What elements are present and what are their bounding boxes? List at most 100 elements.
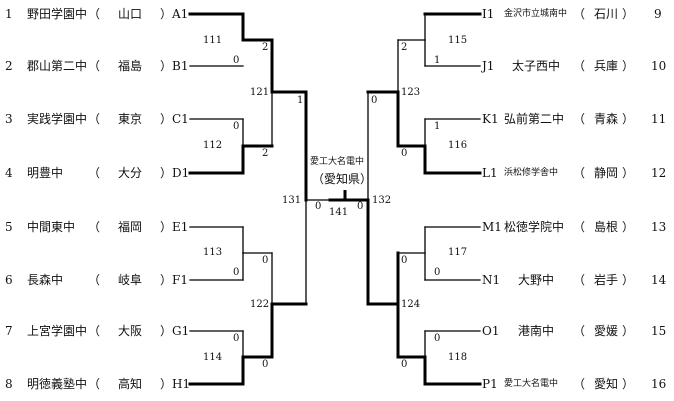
score: 0 — [233, 267, 240, 278]
prefecture: 福島 — [118, 59, 143, 73]
prefecture: 愛知 — [594, 377, 619, 391]
entry-number: 2 — [5, 59, 13, 73]
paren-close: ） — [622, 273, 635, 287]
match-number: 131 — [282, 195, 302, 206]
match-number: 117 — [448, 247, 468, 258]
match-number: 114 — [203, 352, 223, 363]
seed-code: L1 — [482, 166, 498, 180]
paren-open: （ — [88, 7, 101, 21]
score: 0 — [262, 359, 269, 370]
paren-open: （ — [573, 377, 586, 391]
paren-open: （ — [88, 112, 101, 126]
paren-open: （ — [573, 220, 586, 234]
seed-code: A1 — [172, 7, 189, 21]
school-name: 港南中 — [518, 324, 555, 338]
entry-number: 10 — [651, 59, 667, 73]
entry-number: 12 — [651, 166, 667, 180]
paren-close: ） — [160, 112, 173, 126]
match-number: 122 — [250, 299, 270, 310]
seed-code: K1 — [482, 112, 499, 126]
paren-close: ） — [160, 273, 173, 287]
match-number: 141 — [329, 207, 349, 218]
entry-number: 1 — [5, 7, 13, 21]
score: 0 — [233, 333, 240, 344]
paren-close: ） — [160, 324, 173, 338]
paren-open: （ — [88, 220, 101, 234]
match-number: 111 — [203, 35, 223, 46]
school-name: 愛工大名電中 — [504, 379, 559, 389]
prefecture: 大分 — [118, 166, 143, 180]
paren-open: （ — [88, 377, 101, 391]
school-name: 太子西中 — [512, 59, 561, 73]
seed-code: H1 — [172, 377, 191, 391]
seed-code: C1 — [172, 112, 189, 126]
score: 0 — [401, 148, 408, 159]
match-number: 132 — [372, 195, 392, 206]
paren-open: （ — [88, 273, 101, 287]
entry-number: 14 — [651, 273, 667, 287]
entry-number: 8 — [5, 377, 13, 391]
match-number: 124 — [401, 299, 421, 310]
paren-close: ） — [160, 7, 173, 21]
score: 1 — [297, 95, 304, 106]
match-number: 116 — [448, 140, 468, 151]
score: 0 — [357, 201, 364, 212]
entry-number: 3 — [5, 112, 13, 126]
prefecture: 青森 — [594, 112, 619, 126]
paren-close: ） — [160, 220, 173, 234]
paren-open: （ — [88, 324, 101, 338]
paren-close: ） — [622, 7, 635, 21]
school-name: 野田学園中 — [27, 7, 88, 21]
paren-close: ） — [160, 59, 173, 73]
score: 0 — [434, 267, 441, 278]
prefecture: 石川 — [594, 7, 619, 21]
paren-close: ） — [160, 377, 173, 391]
paren-open: （ — [573, 324, 586, 338]
entry-number: 4 — [5, 166, 13, 180]
seed-code: E1 — [172, 220, 189, 234]
seed-code: O1 — [482, 324, 500, 338]
school-name: 浜松修学舎中 — [504, 168, 559, 178]
paren-close: ） — [622, 324, 635, 338]
seed-code: G1 — [172, 324, 190, 338]
paren-close: ） — [622, 166, 635, 180]
prefecture: 兵庫 — [594, 59, 619, 73]
prefecture: 山口 — [118, 7, 143, 21]
seed-code: I1 — [482, 7, 495, 21]
school-name: 実践学園中 — [27, 112, 88, 126]
entry-number: 15 — [651, 324, 667, 338]
match-number: 113 — [203, 247, 223, 258]
score: 2 — [262, 42, 269, 53]
paren-close: ） — [622, 59, 635, 73]
score: 0 — [401, 255, 408, 266]
score: 1 — [434, 121, 441, 132]
score: 0 — [233, 121, 240, 132]
score: 2 — [401, 42, 408, 53]
score: 0 — [233, 55, 240, 66]
seed-code: B1 — [172, 59, 189, 73]
school-name: 郡山第二中 — [27, 59, 88, 73]
school-name: 明豊中 — [27, 166, 64, 180]
seed-code: N1 — [482, 273, 501, 287]
school-name: 大野中 — [518, 273, 555, 287]
entry-number: 11 — [651, 112, 667, 126]
school-name: 松徳学院中 — [504, 220, 565, 234]
champion-prefecture: （愛知県） — [312, 172, 373, 186]
entry-number: 7 — [5, 324, 13, 338]
school-name: 弘前第二中 — [504, 112, 565, 126]
score: 0 — [315, 201, 322, 212]
paren-close: ） — [622, 220, 635, 234]
prefecture: 岩手 — [594, 273, 619, 287]
seed-code: F1 — [172, 273, 188, 287]
paren-open: （ — [573, 166, 586, 180]
prefecture: 大阪 — [118, 324, 143, 338]
score: 2 — [262, 148, 269, 159]
score: 0 — [401, 359, 408, 370]
match-number: 112 — [203, 140, 223, 151]
paren-close: ） — [622, 112, 635, 126]
match-number: 123 — [401, 87, 421, 98]
prefecture: 愛媛 — [594, 324, 619, 338]
paren-close: ） — [160, 166, 173, 180]
school-name: 上宮学園中 — [27, 324, 88, 338]
